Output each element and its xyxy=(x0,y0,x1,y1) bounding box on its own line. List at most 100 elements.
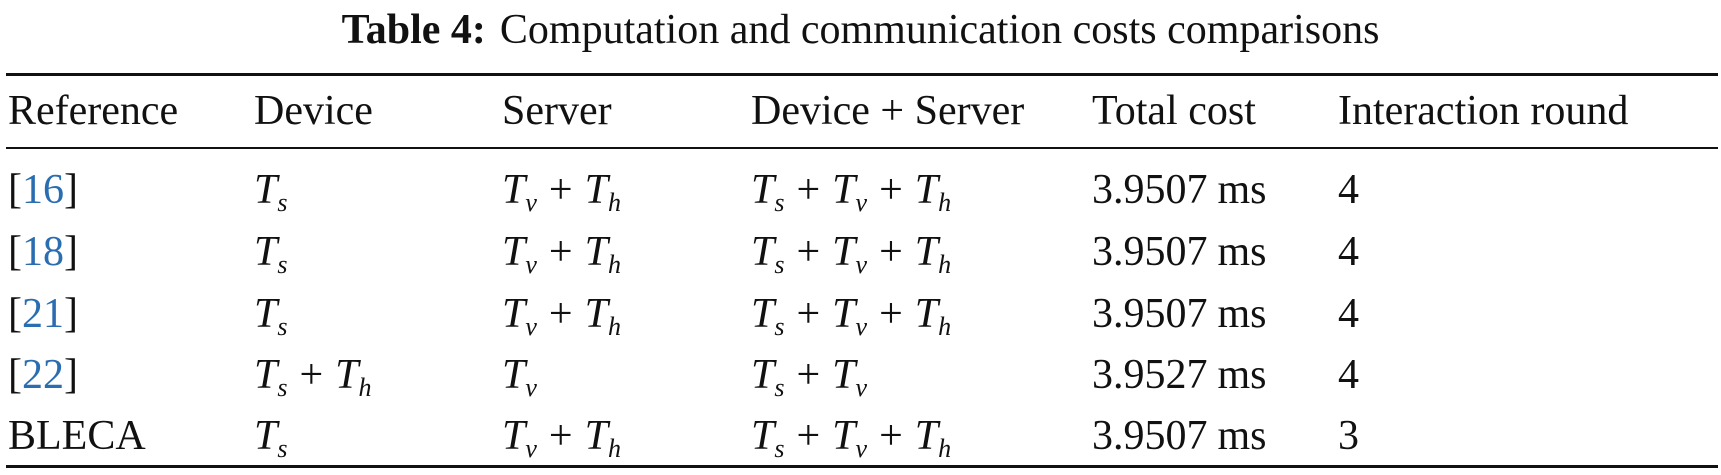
term-variable: T xyxy=(502,352,526,398)
bottom-rule xyxy=(6,465,1718,468)
server-cost-cell: Tv + Th xyxy=(502,221,621,283)
device-cost-cell: Ts xyxy=(254,283,287,345)
term-subscript: s xyxy=(277,373,288,402)
term-variable: T xyxy=(751,352,775,398)
header-rule xyxy=(6,147,1718,149)
term-subscript: v xyxy=(855,188,868,217)
cost-term: Tv xyxy=(832,166,868,217)
term-variable: T xyxy=(832,229,856,275)
total-cost-value: 3.9507 xyxy=(1092,167,1208,213)
top-rule xyxy=(6,73,1718,76)
server-cost-cell: Tv xyxy=(502,344,537,406)
term-variable: T xyxy=(254,291,278,337)
term-subscript: h xyxy=(938,188,952,217)
cost-term: Th xyxy=(915,412,952,463)
term-variable: T xyxy=(584,229,608,275)
term-subscript: v xyxy=(855,312,868,341)
term-subscript: s xyxy=(774,373,785,402)
plus-operator: + xyxy=(879,291,903,337)
cost-term: Tv xyxy=(832,351,868,402)
cost-term: Ts xyxy=(254,351,288,402)
term-variable: T xyxy=(502,291,526,337)
term-variable: T xyxy=(751,413,775,459)
cost-term: Th xyxy=(584,228,621,278)
cost-term: Tv xyxy=(502,290,537,340)
device-server-cost-cell: Ts + Tv + Th xyxy=(751,221,951,283)
citation-link[interactable]: 22 xyxy=(22,352,64,398)
term-subscript: h xyxy=(607,188,621,217)
caption-text: Computation and communication costs comp… xyxy=(499,7,1380,53)
plus-operator: + xyxy=(796,229,821,275)
term-subscript: h xyxy=(938,434,952,463)
plus-operator: + xyxy=(548,291,573,337)
cost-term: Ts xyxy=(254,290,287,340)
cost-term: Tv xyxy=(832,228,868,279)
term-subscript: s xyxy=(277,434,288,463)
server-cost-cell: Tv + Th xyxy=(502,405,621,467)
cost-term: Ts xyxy=(254,166,288,217)
header-reference: Reference xyxy=(8,88,179,134)
interaction-round-cell: 3 xyxy=(1338,413,1359,459)
term-subscript: s xyxy=(774,434,785,463)
ref-bracket-open: [ xyxy=(8,167,22,213)
cost-term: Tv xyxy=(502,412,537,463)
plus-operator: + xyxy=(548,229,573,275)
term-variable: T xyxy=(502,413,526,459)
interaction-round-cell: 4 xyxy=(1338,291,1359,337)
term-subscript: v xyxy=(855,434,868,463)
cost-term: Ts xyxy=(751,351,785,402)
ref-bracket-close: ] xyxy=(64,291,78,337)
header-interaction-round: Interaction round xyxy=(1338,88,1629,134)
table-header-row: Reference Device Server Device + Server … xyxy=(0,80,1721,142)
term-subscript: v xyxy=(855,250,868,279)
term-variable: T xyxy=(751,167,775,213)
citation-link[interactable]: 21 xyxy=(22,291,64,337)
ref-bracket-open: [ xyxy=(8,352,22,398)
cost-term: Th xyxy=(585,290,621,340)
citation-link[interactable]: 16 xyxy=(22,167,64,213)
term-subscript: v xyxy=(525,434,537,463)
plus-operator: + xyxy=(548,167,573,213)
caption-label: Table 4: xyxy=(341,7,486,53)
term-variable: T xyxy=(751,291,775,337)
term-subscript: s xyxy=(277,188,288,217)
plus-operator: + xyxy=(796,291,821,337)
term-variable: T xyxy=(335,352,359,398)
cost-term: Th xyxy=(915,290,951,340)
total-cost-unit: ms xyxy=(1217,291,1267,337)
device-server-cost-cell: Ts + Tv + Th xyxy=(751,159,951,221)
header-device-server: Device + Server xyxy=(751,88,1025,134)
term-variable: T xyxy=(254,229,278,275)
device-cost-cell: Ts + Th xyxy=(254,344,372,406)
total-cost-value: 3.9507 xyxy=(1092,291,1208,337)
plus-operator: + xyxy=(548,413,573,459)
ref-bracket-close: ] xyxy=(64,167,78,213)
term-subscript: v xyxy=(525,373,537,402)
ref-bracket-open: [ xyxy=(8,291,22,337)
total-cost-unit: ms xyxy=(1217,167,1267,213)
plus-operator: + xyxy=(796,413,821,459)
plus-operator: + xyxy=(879,167,903,213)
cost-term: Th xyxy=(584,166,621,217)
term-variable: T xyxy=(502,229,526,275)
term-subscript: v xyxy=(855,373,868,402)
term-variable: T xyxy=(584,167,608,213)
term-subscript: v xyxy=(525,250,537,279)
term-variable: T xyxy=(832,352,856,398)
cost-term: Ts xyxy=(751,228,784,278)
term-variable: T xyxy=(832,291,856,337)
interaction-round-cell: 4 xyxy=(1338,352,1359,398)
device-cost-cell: Ts xyxy=(254,159,287,221)
term-variable: T xyxy=(751,229,775,275)
plus-operator: + xyxy=(796,352,821,398)
server-cost-cell: Tv + Th xyxy=(502,283,621,345)
term-variable: T xyxy=(832,413,856,459)
citation-link[interactable]: 18 xyxy=(22,229,64,275)
term-subscript: s xyxy=(277,250,288,279)
term-subscript: h xyxy=(607,434,621,463)
